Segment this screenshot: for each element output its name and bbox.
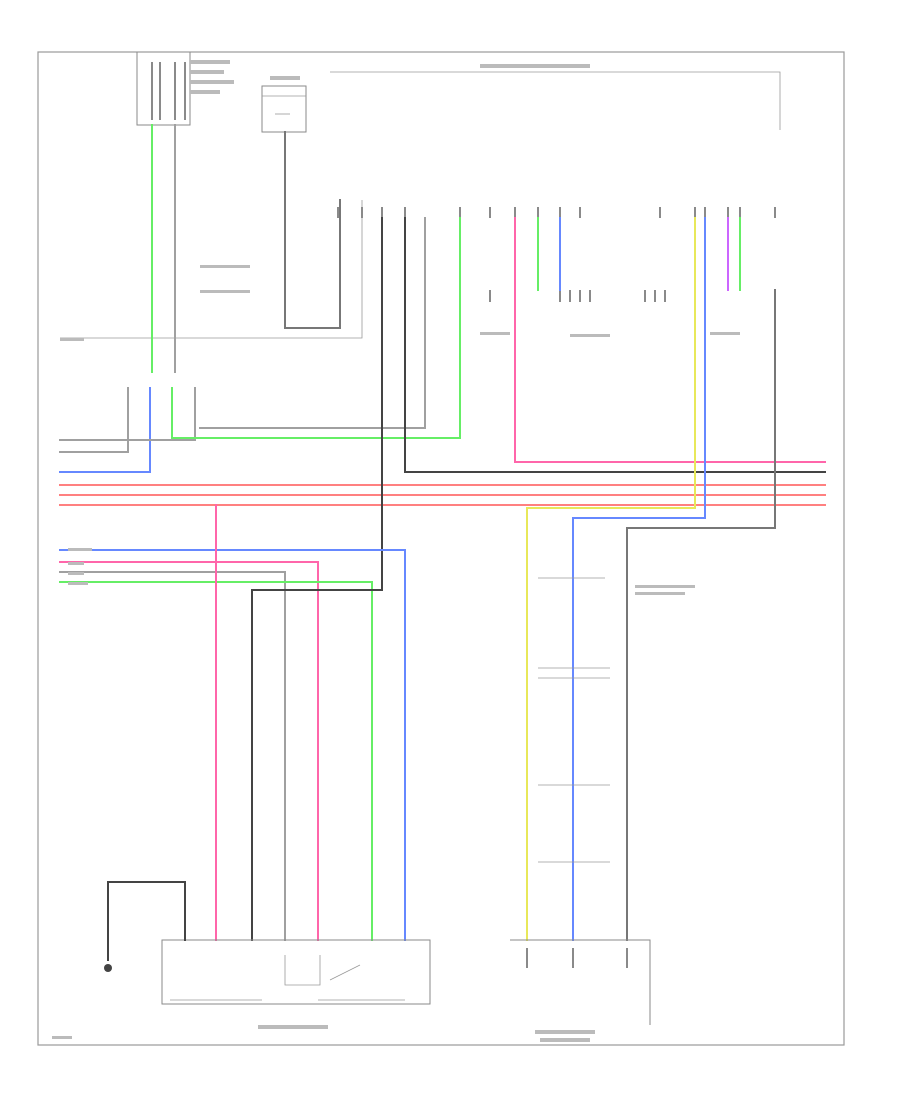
wire-green-mid xyxy=(171,217,461,439)
sensor-wire xyxy=(284,131,341,329)
diagram-frame xyxy=(37,51,845,1046)
wire-green-bundle xyxy=(59,581,373,941)
connector-ticks-row xyxy=(337,207,776,218)
sensor-top xyxy=(261,85,307,133)
wire-gray-right xyxy=(626,289,776,941)
label-marks xyxy=(52,60,740,1042)
auxiliary-audio-input xyxy=(161,939,431,1005)
wire-black-bundle xyxy=(251,589,383,941)
connector-stubs xyxy=(489,290,776,302)
wire-blue-left xyxy=(59,387,151,473)
wire-blue-right xyxy=(572,217,706,941)
wire-pink-top xyxy=(514,217,826,463)
control-module-left xyxy=(136,52,191,126)
wire-gray-bundle xyxy=(59,571,286,941)
steering-wheel-controls xyxy=(510,939,651,1025)
wire-black-top xyxy=(404,217,826,473)
wire-gray-b xyxy=(59,387,196,441)
wire-blue-bundle xyxy=(59,549,406,941)
top-bracket xyxy=(330,71,781,130)
wire-pink-bundle xyxy=(59,561,319,941)
harness-line-top xyxy=(60,200,363,339)
wire-gray-a xyxy=(59,387,129,453)
wire-yellow xyxy=(526,217,696,941)
splice-separators xyxy=(538,577,610,863)
ground-symbol xyxy=(104,881,186,972)
wire-gray-c xyxy=(199,217,426,429)
